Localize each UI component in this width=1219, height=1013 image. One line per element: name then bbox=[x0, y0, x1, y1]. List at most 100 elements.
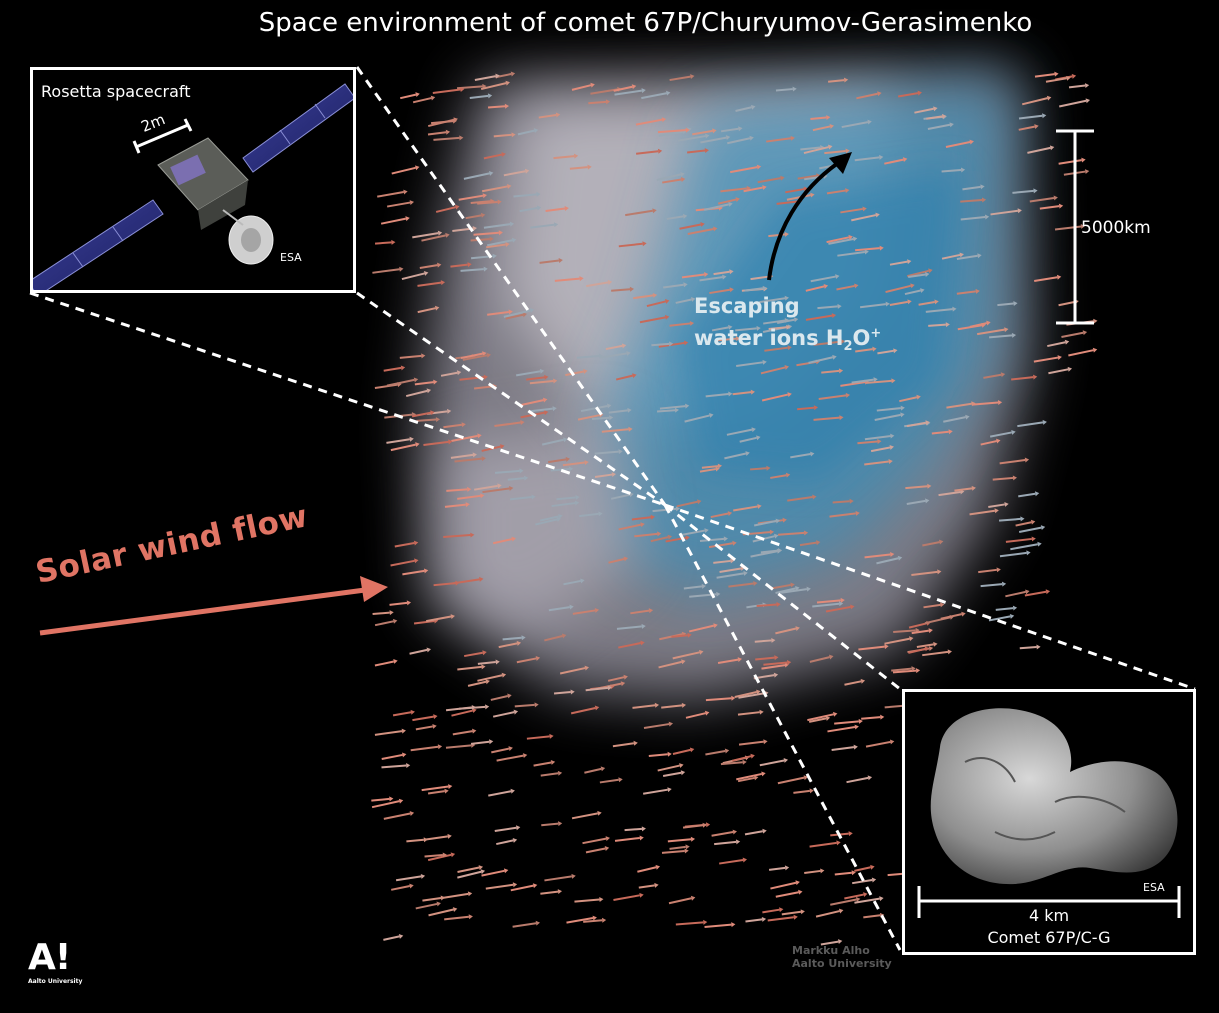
solar-wind-vector-head bbox=[969, 139, 974, 145]
solar-wind-vector bbox=[565, 370, 584, 377]
solar-wind-vector-head bbox=[472, 452, 477, 458]
solar-wind-vector-head bbox=[1030, 519, 1036, 525]
solar-wind-vector-head bbox=[928, 268, 933, 274]
solar-wind-vector bbox=[427, 790, 445, 795]
solar-wind-vector-head bbox=[511, 536, 516, 542]
solar-wind-vector bbox=[770, 881, 797, 890]
solar-wind-vector-head bbox=[795, 880, 800, 886]
solar-wind-vector-head bbox=[415, 442, 420, 448]
solar-wind-vector-head bbox=[628, 426, 633, 432]
solar-wind-vector-head bbox=[1057, 355, 1062, 361]
solar-wind-vector-head bbox=[654, 882, 659, 888]
solar-wind-vector-head bbox=[949, 122, 954, 128]
solar-wind-vector bbox=[470, 200, 491, 204]
solar-wind-vector-head bbox=[414, 558, 419, 564]
solar-wind-vector bbox=[562, 461, 585, 467]
solar-wind-vector-head bbox=[843, 77, 849, 83]
solar-wind-vector bbox=[582, 837, 607, 845]
logo-name: Aalto University bbox=[28, 978, 83, 985]
solar-wind-vector bbox=[605, 344, 623, 351]
solar-wind-vector bbox=[946, 402, 972, 409]
solar-wind-vector bbox=[714, 840, 737, 846]
solar-wind-vector bbox=[569, 166, 588, 170]
solar-wind-vector-head bbox=[486, 352, 491, 358]
solar-wind-vector-head bbox=[652, 292, 658, 298]
solar-wind-vector bbox=[738, 740, 764, 746]
solar-wind-vector bbox=[759, 297, 786, 304]
solar-wind-vector bbox=[908, 647, 926, 654]
solar-wind-vector bbox=[512, 922, 537, 928]
solar-wind-vector-head bbox=[495, 659, 500, 665]
solar-wind-vector bbox=[851, 378, 874, 384]
solar-wind-vector-head bbox=[505, 80, 510, 86]
solar-wind-vector-head bbox=[769, 529, 774, 535]
solar-wind-vector bbox=[594, 473, 613, 479]
solar-wind-vector bbox=[760, 366, 786, 375]
solar-wind-vector bbox=[808, 717, 827, 723]
solar-wind-vector-head bbox=[510, 71, 516, 77]
solar-wind-vector-head bbox=[497, 483, 502, 489]
solar-wind-vector-head bbox=[697, 499, 702, 505]
solar-wind-vector bbox=[425, 615, 452, 623]
solar-wind-vector-head bbox=[784, 865, 790, 871]
solar-wind-vector bbox=[999, 551, 1027, 558]
solar-wind-vector-head bbox=[723, 536, 728, 542]
solar-wind-vector bbox=[394, 542, 415, 548]
solar-wind-vector bbox=[846, 776, 869, 784]
solar-wind-vector bbox=[417, 281, 442, 287]
solar-wind-vector-head bbox=[872, 346, 877, 352]
solar-wind-vector-head bbox=[605, 99, 611, 105]
solar-wind-vector bbox=[445, 706, 473, 712]
solar-wind-vector bbox=[374, 241, 392, 245]
solar-wind-vector-head bbox=[620, 681, 626, 687]
solar-wind-vector-head bbox=[399, 266, 404, 272]
solar-wind-vector-head bbox=[523, 475, 529, 481]
solar-wind-vector bbox=[931, 430, 949, 435]
solar-wind-vector-head bbox=[500, 444, 505, 449]
solar-wind-vector bbox=[445, 744, 472, 749]
solar-wind-vector bbox=[990, 209, 1019, 216]
solar-wind-vector-head bbox=[640, 522, 645, 528]
solar-wind-vector-head bbox=[405, 216, 410, 222]
solar-wind-vector bbox=[481, 445, 501, 452]
solar-wind-vector-head bbox=[867, 119, 872, 125]
solar-wind-vector-head bbox=[897, 555, 903, 561]
solar-wind-vector bbox=[976, 328, 1005, 336]
solar-wind-vector bbox=[590, 88, 618, 95]
solar-wind-vector-head bbox=[855, 510, 860, 516]
solar-wind-vector bbox=[705, 697, 732, 702]
solar-wind-vector bbox=[529, 379, 554, 385]
solar-wind-vector bbox=[750, 275, 770, 281]
solar-wind-vector bbox=[874, 413, 901, 422]
solar-wind-vector bbox=[599, 352, 627, 359]
solar-wind-vector-head bbox=[626, 350, 631, 356]
solar-wind-vector bbox=[481, 185, 508, 193]
solar-wind-vector-head bbox=[810, 451, 815, 457]
solar-wind-vector bbox=[663, 283, 684, 289]
solar-wind-vector bbox=[635, 118, 663, 126]
solar-wind-vector-head bbox=[564, 206, 569, 212]
solar-wind-vector bbox=[777, 531, 805, 536]
solar-wind-vector bbox=[486, 243, 506, 249]
solar-wind-vector bbox=[700, 136, 727, 144]
solar-wind-vector-head bbox=[730, 558, 735, 564]
solar-wind-vector bbox=[650, 536, 669, 543]
solar-wind-vector bbox=[540, 890, 559, 895]
author-affiliation: Aalto University bbox=[792, 957, 892, 970]
solar-wind-vector bbox=[551, 502, 576, 508]
solar-wind-vector-head bbox=[430, 95, 436, 101]
solar-wind-vector bbox=[505, 313, 524, 320]
solar-wind-vector-head bbox=[549, 733, 554, 739]
solar-wind-vector bbox=[669, 75, 691, 82]
solar-wind-vector bbox=[661, 849, 685, 854]
solar-wind-vector bbox=[897, 92, 919, 98]
solar-wind-vector-head bbox=[699, 649, 704, 655]
solar-wind-vector bbox=[507, 477, 525, 481]
solar-wind-vector bbox=[699, 468, 716, 473]
solar-wind-vector bbox=[864, 553, 891, 559]
solar-wind-vector-head bbox=[592, 915, 597, 921]
solar-wind-vector-head bbox=[875, 212, 880, 218]
solar-wind-vector-head bbox=[947, 649, 952, 655]
solar-wind-vector-head bbox=[885, 301, 890, 307]
solar-wind-vector bbox=[444, 915, 470, 921]
